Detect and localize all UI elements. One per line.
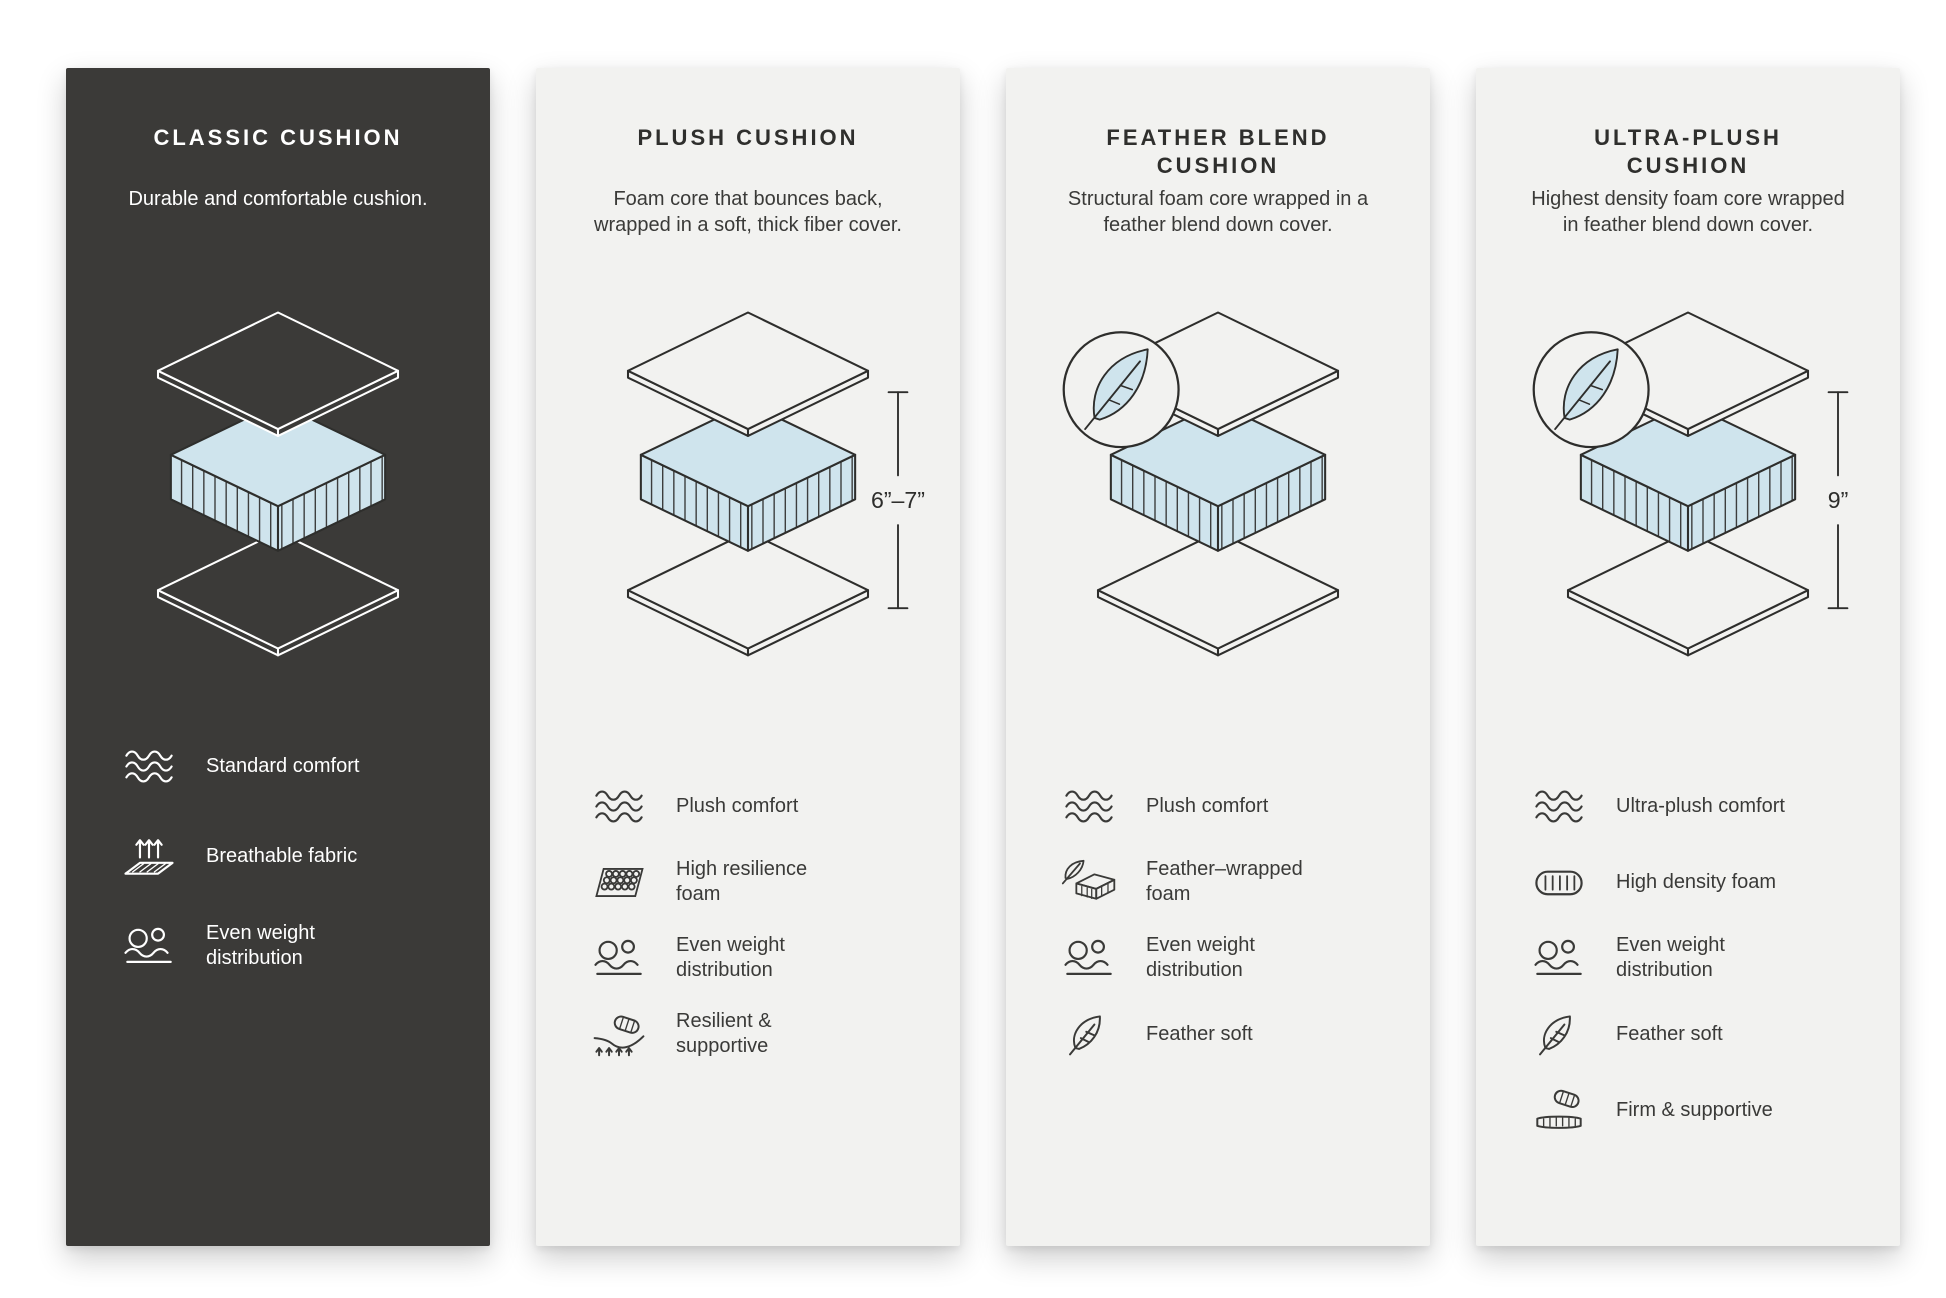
feather-circle-icon [1532, 330, 1650, 448]
feature-item: Plush comfort [588, 778, 920, 834]
feature-item: Feather soft [1058, 1006, 1390, 1062]
even-weight-distribution-icon [118, 923, 180, 970]
feature-item: High resilience foam [588, 854, 920, 910]
cushion-layers-illustration [1062, 310, 1340, 656]
feature-label: Even weight distribution [1616, 934, 1725, 981]
cushion-diagram: 9” [1476, 290, 1900, 682]
feature-label: Feather–wrapped foam [1146, 858, 1303, 905]
feature-item: Feather soft [1528, 1006, 1860, 1062]
cushion-layers-illustration: 9” [1532, 310, 1849, 656]
waves-icon [118, 743, 180, 790]
cushion-diagram [1006, 290, 1430, 682]
panel-feather-blend-cushion: FEATHER BLEND CUSHION Structural foam co… [1006, 68, 1430, 1246]
feature-label: Even weight distribution [676, 934, 785, 981]
feature-item: Resilient & supportive [588, 1006, 920, 1062]
feature-label: Ultra-plush comfort [1616, 794, 1785, 817]
even-weight-distribution-icon [1528, 935, 1590, 982]
feature-item: High density foam [1528, 854, 1860, 910]
feather-wrapped-foam-icon [1058, 859, 1120, 906]
feather-circle-icon [1062, 330, 1180, 448]
feature-label: Even weight distribution [1146, 934, 1255, 981]
feature-label: Standard comfort [206, 754, 360, 777]
feature-item: Feather–wrapped foam [1058, 854, 1390, 910]
cushion-stack-icon [626, 310, 870, 656]
feature-label: Even weight distribution [206, 922, 315, 969]
cushion-layers-illustration [156, 310, 400, 656]
breathable-fabric-icon [118, 833, 180, 880]
feature-list: Plush comfort High resilience foam Even … [536, 778, 960, 1082]
waves-icon [588, 783, 650, 830]
panel-description: Foam core that bounces back, wrapped in … [594, 188, 902, 236]
height-measure-label: 9” [1828, 486, 1849, 512]
feature-label: Resilient & supportive [676, 1010, 772, 1057]
height-measure-label: 6”–7” [871, 486, 925, 512]
firm-supportive-icon [1528, 1087, 1590, 1134]
high-density-foam-icon [1528, 859, 1590, 906]
panel-description: Highest density foam core wrapped in fea… [1531, 188, 1845, 236]
even-weight-distribution-icon [1058, 935, 1120, 982]
resilient-supportive-icon [588, 1011, 650, 1058]
feather-icon [1058, 1011, 1120, 1058]
panel-description: Durable and comfortable cushion. [128, 188, 428, 210]
feature-item: Even weight distribution [1528, 930, 1860, 986]
feature-label: Feather soft [1146, 1022, 1253, 1045]
feature-item: Plush comfort [1058, 778, 1390, 834]
panel-title: CLASSIC CUSHION [153, 125, 403, 150]
feature-item: Even weight distribution [118, 918, 450, 974]
panel-title: PLUSH CUSHION [637, 125, 859, 150]
panel-description: Structural foam core wrapped in a feathe… [1067, 188, 1369, 236]
feather-icon [1528, 1011, 1590, 1058]
feature-list: Plush comfort Feather–wrapped foam Even … [1006, 778, 1430, 1082]
height-measure: 9” [1827, 390, 1849, 609]
panel-title: FEATHER BLEND CUSHION [1106, 125, 1330, 179]
even-weight-distribution-icon [588, 935, 650, 982]
panel-plush-cushion: PLUSH CUSHION Foam core that bounces bac… [536, 68, 960, 1246]
feature-label: Firm & supportive [1616, 1098, 1773, 1121]
panel-classic-cushion: CLASSIC CUSHION Durable and comfortable … [66, 68, 490, 1246]
high-resilience-foam-icon [588, 859, 650, 906]
waves-icon [1058, 783, 1120, 830]
cushion-diagram [66, 290, 490, 682]
cushion-layers-illustration: 6”–7” [626, 310, 925, 656]
feature-label: Plush comfort [1146, 794, 1269, 817]
feature-item: Even weight distribution [1058, 930, 1390, 986]
feature-item: Standard comfort [118, 738, 450, 794]
feature-list: Ultra-plush comfort High density foam Ev… [1476, 778, 1900, 1158]
feature-label: High resilience foam [676, 858, 808, 905]
feature-item: Ultra-plush comfort [1528, 778, 1860, 834]
feature-label: Breathable fabric [206, 844, 358, 867]
feature-item: Breathable fabric [118, 828, 450, 884]
panel-ultra-plush-cushion: ULTRA-PLUSH CUSHION Highest density foam… [1476, 68, 1900, 1246]
feature-label: High density foam [1616, 870, 1777, 893]
cushion-stack-icon [156, 310, 400, 656]
feature-item: Firm & supportive [1528, 1082, 1860, 1138]
feature-list: Standard comfort Breathable fabric Even … [66, 738, 490, 1008]
cushion-diagram: 6”–7” [536, 290, 960, 682]
feature-item: Even weight distribution [588, 930, 920, 986]
panel-title: ULTRA-PLUSH CUSHION [1594, 125, 1782, 179]
feature-label: Feather soft [1616, 1022, 1723, 1045]
feature-label: Plush comfort [676, 794, 799, 817]
waves-icon [1528, 783, 1590, 830]
height-measure: 6”–7” [871, 390, 925, 609]
